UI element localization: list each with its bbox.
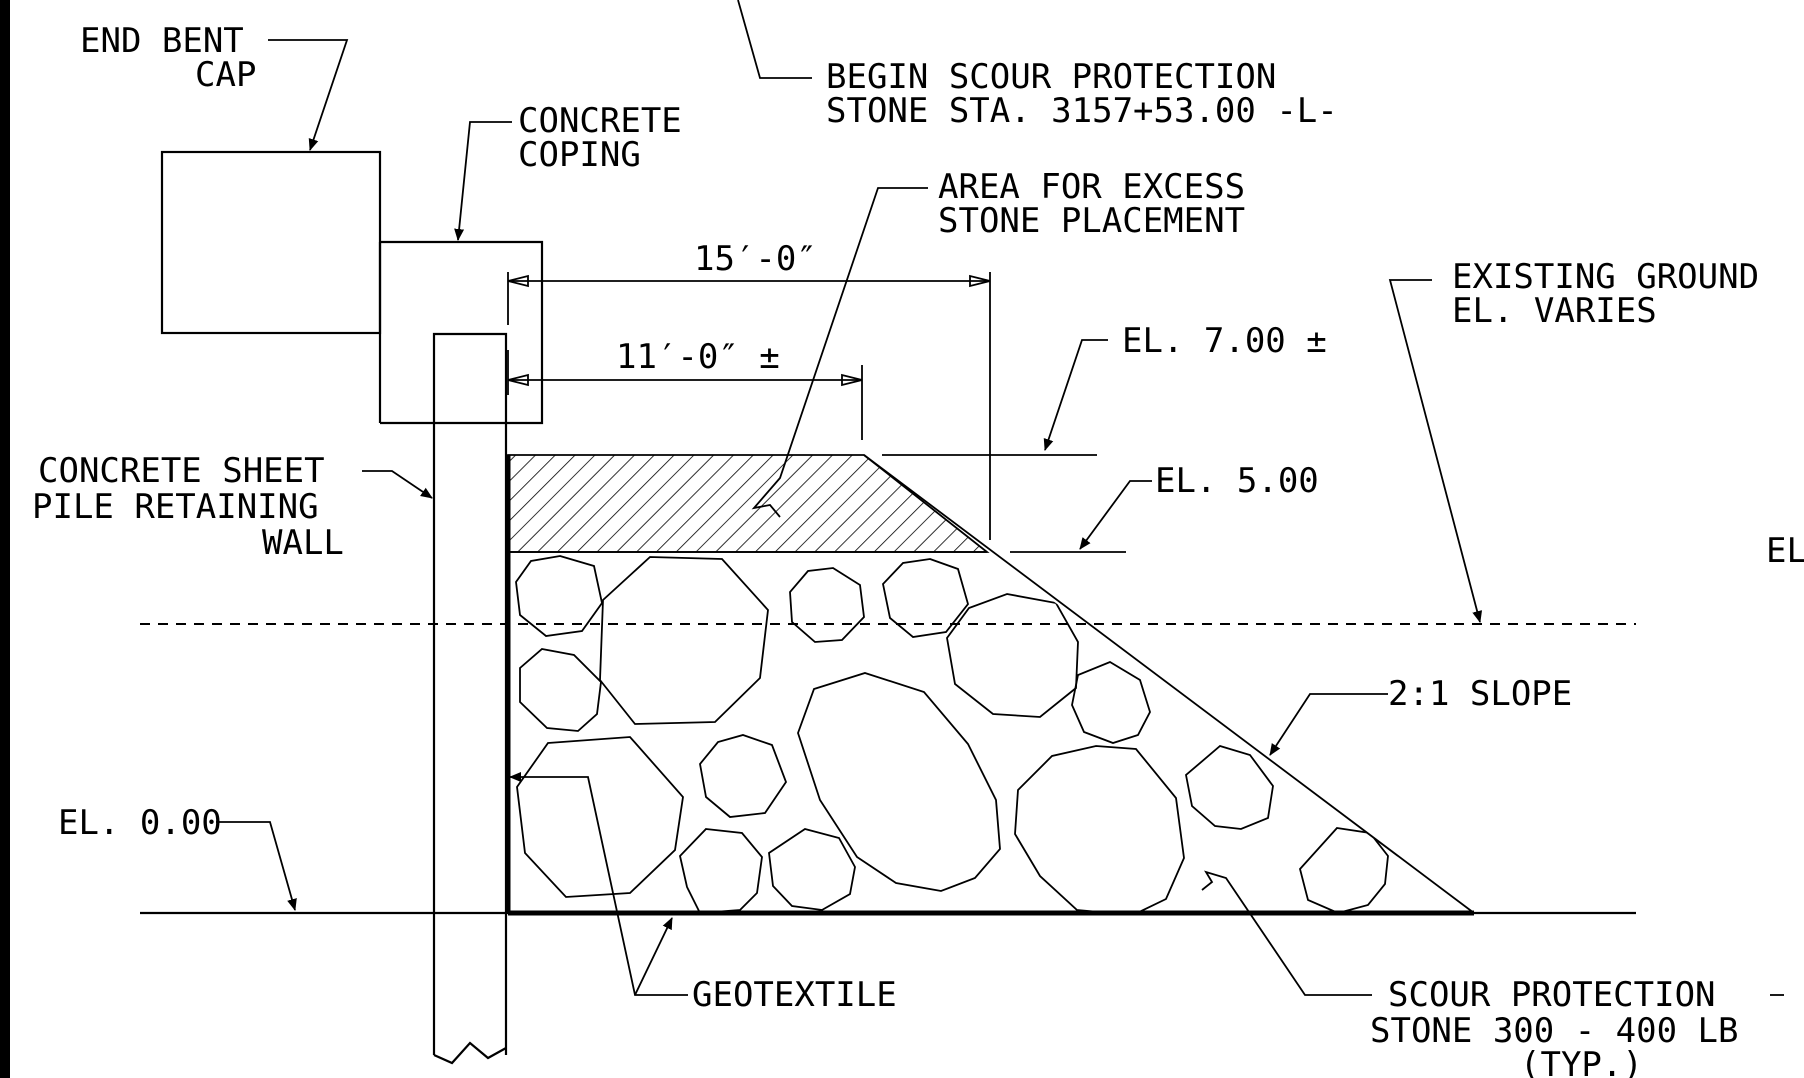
- label-sheet-pile-2: PILE RETAINING: [32, 487, 319, 527]
- label-el-5: EL. 5.00: [1155, 461, 1319, 501]
- stone: [797, 672, 1001, 892]
- end-bent-cap: [160, 150, 382, 335]
- label-el-cut: EL: [1766, 531, 1804, 571]
- label-existing-ground-2: EL. VARIES: [1452, 291, 1657, 331]
- label-begin-scour-2: STONE STA. 3157+53.00 -L-: [826, 91, 1338, 131]
- label-end-bent-cap-2: CAP: [195, 55, 256, 95]
- label-end-bent-cap-1: END BENT: [80, 21, 244, 61]
- label-slope: 2:1 SLOPE: [1388, 674, 1572, 714]
- label-excess-stone-1: AREA FOR EXCESS: [938, 167, 1245, 207]
- slope-line: [863, 454, 1475, 914]
- excess-stone-area: [507, 454, 990, 553]
- label-concrete-coping-2: COPING: [518, 135, 641, 175]
- label-el-0: EL. 0.00: [58, 803, 222, 843]
- stone: [946, 593, 1079, 718]
- label-dim-11: 11′-0″ ±: [616, 337, 780, 377]
- stone: [516, 736, 684, 898]
- stone: [699, 734, 788, 818]
- sheet-pile-wall: [432, 332, 508, 1055]
- label-begin-scour-1: BEGIN SCOUR PROTECTION: [826, 57, 1276, 97]
- label-existing-ground-1: EXISTING GROUND: [1452, 257, 1759, 297]
- label-sheet-pile-3: WALL: [262, 523, 344, 563]
- stone: [679, 828, 763, 913]
- stone: [1185, 744, 1274, 830]
- concrete-coping: [380, 240, 544, 425]
- label-excess-stone-2: STONE PLACEMENT: [938, 201, 1245, 241]
- sheet-border: [0, 0, 10, 1078]
- label-dim-15: 15′-0″: [694, 239, 817, 279]
- label-concrete-coping-1: CONCRETE: [518, 101, 682, 141]
- stone: [768, 828, 856, 911]
- stone: [519, 648, 602, 732]
- stone: [599, 556, 769, 725]
- stone: [789, 567, 865, 643]
- scour-stones: [515, 555, 1389, 913]
- label-sheet-pile-1: CONCRETE SHEET: [38, 451, 325, 491]
- stone: [1014, 745, 1185, 913]
- label-scour-stone-2: STONE 300 - 400 LB: [1370, 1011, 1738, 1051]
- stone: [882, 558, 969, 638]
- label-scour-stone-1: SCOUR PROTECTION: [1388, 975, 1716, 1015]
- label-el-7: EL. 7.00 ±: [1122, 321, 1327, 361]
- label-scour-stone-3: (TYP.): [1520, 1045, 1643, 1078]
- stone: [515, 555, 603, 637]
- stone: [1299, 827, 1389, 913]
- stone: [1071, 660, 1151, 744]
- label-geotextile: GEOTEXTILE: [692, 975, 897, 1015]
